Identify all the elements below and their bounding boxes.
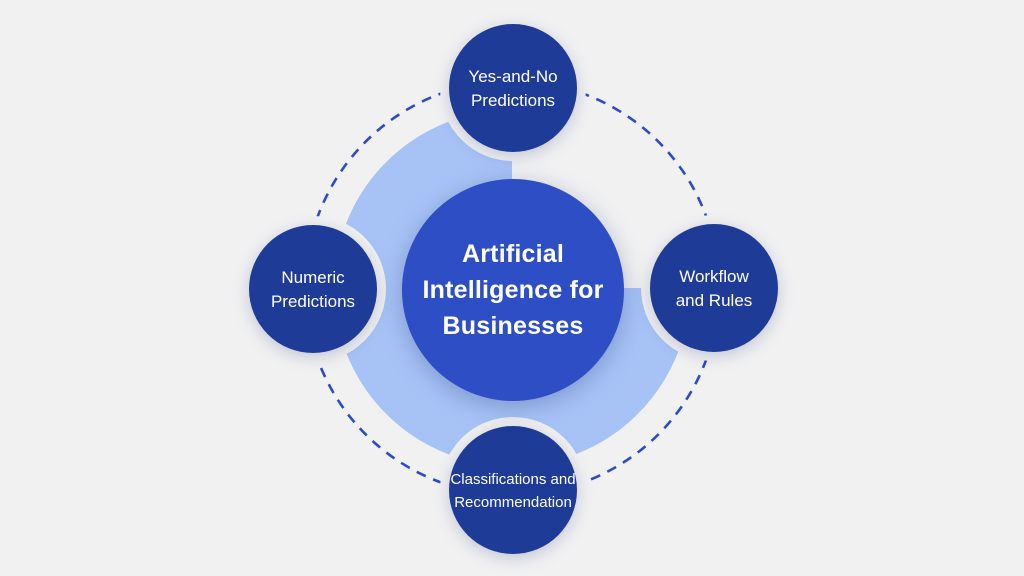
node-circle-numeric-predictions [249, 225, 377, 353]
accent-arc-band [334, 110, 690, 466]
node-circle-yes-and-no-predictions [449, 24, 577, 152]
node-circle-workflow-and-rules [650, 224, 778, 352]
node-circle-classifications-recommendation [449, 426, 577, 554]
hub-circle [402, 179, 624, 401]
